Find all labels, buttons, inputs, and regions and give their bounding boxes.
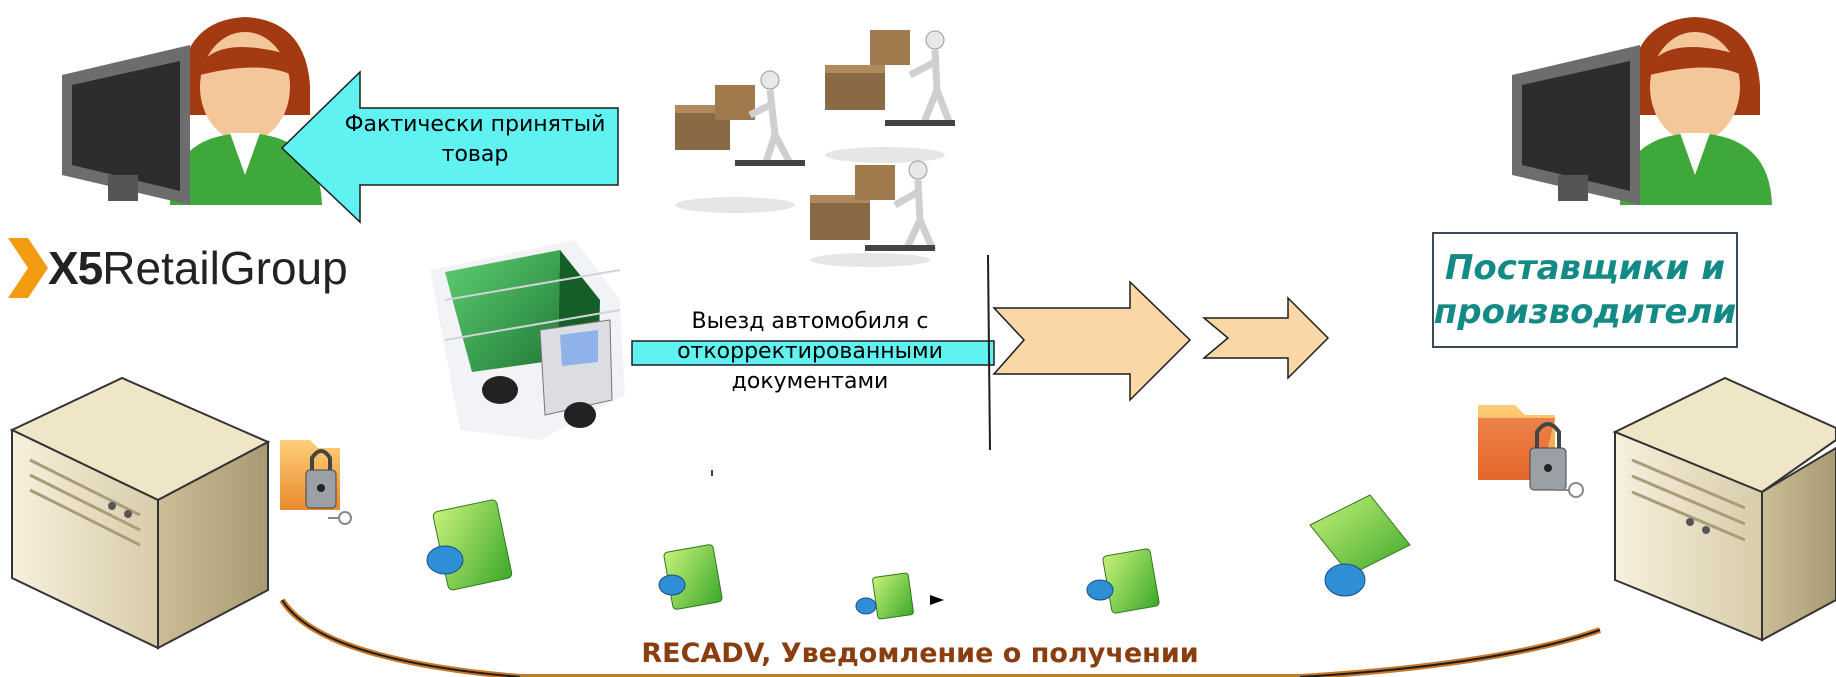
left-user-computer-icon xyxy=(62,17,322,205)
green-document-lock-icon xyxy=(426,499,513,591)
x5-logo-text: RetailGroup xyxy=(102,242,348,294)
recadv-label: RECADV, Уведомление о получении xyxy=(641,638,1199,669)
delivery-truck-icon xyxy=(430,240,625,440)
x5-logo: X5RetailGroup xyxy=(8,238,368,298)
green-document-lock-icon xyxy=(658,544,723,610)
truck-documents-label: Выезд автомобиля с откорректированными д… xyxy=(677,309,943,394)
truck-documents-bar xyxy=(631,340,995,366)
received-goods-arrow xyxy=(280,70,619,224)
warehouse-workers-icon xyxy=(675,30,955,267)
right-server-icon xyxy=(1612,376,1836,642)
green-document-lock-icon xyxy=(1309,494,1411,597)
received-goods-label: Фактически принятый товар xyxy=(344,112,606,167)
x5-logo-mark: X5 xyxy=(48,242,103,294)
right-locked-folder-icon xyxy=(1478,405,1584,498)
left-locked-folder-icon xyxy=(280,440,352,525)
supplier-box: Поставщики и производители xyxy=(1432,232,1738,348)
green-document-lock-icon xyxy=(855,572,914,620)
right-user-computer-icon xyxy=(1512,17,1772,205)
large-peach-arrow xyxy=(992,280,1192,402)
small-peach-arrow xyxy=(1201,296,1330,380)
left-server-icon xyxy=(9,376,271,650)
x5-logo-chevron xyxy=(8,238,48,298)
small-arrowhead xyxy=(930,595,944,605)
green-document-lock-icon xyxy=(1086,548,1160,614)
supplier-label: Поставщики и производители xyxy=(1433,248,1737,332)
bottom-curve-arrow xyxy=(279,598,1601,677)
